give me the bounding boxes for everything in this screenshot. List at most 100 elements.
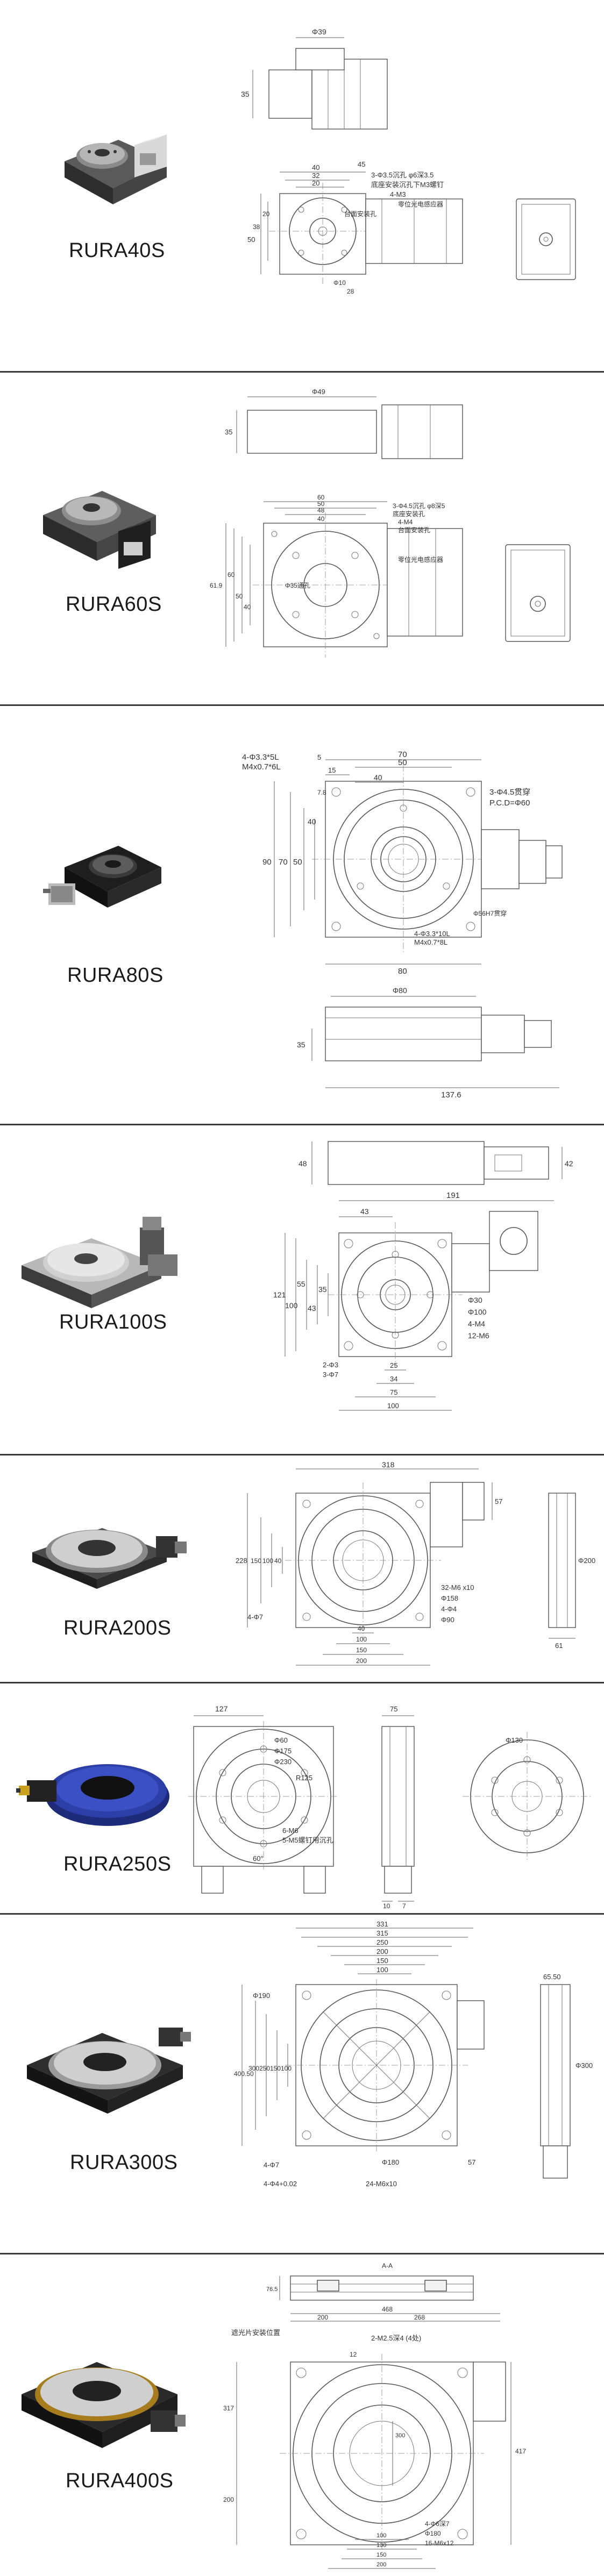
dim-label: Φ49 <box>312 388 325 396</box>
dim-label: 4-Φ6深7 <box>425 2520 450 2528</box>
dim-label: 25 <box>390 1361 397 1369</box>
dim-label: 3-Φ7 <box>323 1371 338 1379</box>
dim-label: Φ175 <box>274 1747 292 1755</box>
product-section-rura80s: RURA80S 70 50 15 40 5 4-Φ3.3*5L M4x0.7*6… <box>0 706 604 1124</box>
product-photo <box>27 2028 191 2114</box>
dim-label: A-A <box>382 2262 393 2270</box>
dim-label: Φ30 <box>468 1296 482 1304</box>
dim-label: 137.6 <box>441 1090 461 1100</box>
dim-label: 34 <box>390 1375 397 1383</box>
dim-label: 61 <box>555 1642 563 1650</box>
dim-label: 70 <box>279 858 288 867</box>
technical-drawing: 331 315 250 200 150 100 Φ190 400.50 300 … <box>234 1920 593 2188</box>
dim-label: 35 <box>241 90 250 98</box>
dim-label: 40 <box>312 163 319 172</box>
dim-label: 80 <box>398 967 407 976</box>
dim-label: 100 <box>285 1301 298 1310</box>
dim-label: 300 <box>248 2065 259 2072</box>
dim-label: 32-M6 x10 <box>441 1583 474 1592</box>
dim-label: 35 <box>318 1285 327 1294</box>
dim-label: M4x0.7*8L <box>414 938 447 946</box>
section-divider <box>0 2253 604 2254</box>
dim-label: 4-M3 <box>390 190 406 198</box>
product-section-rura40s: RURA40S Φ39 35 40 45 32 20 3-Φ3.5沉孔 φ6深3… <box>0 0 604 371</box>
dim-label: 32 <box>312 172 319 180</box>
section-divider <box>0 1124 604 1125</box>
dim-label: 150 <box>376 2552 386 2558</box>
dim-label: 40 <box>358 1625 365 1632</box>
product-photo <box>16 1764 169 1826</box>
dim-label: 48 <box>317 506 325 514</box>
product-section-rura60s: RURA60S Φ49 35 60 50 48 40 3-Φ4.5沉孔 φ8深5… <box>0 373 604 704</box>
dim-label: Φ39 <box>312 27 326 36</box>
dim-label: 4-Φ4 <box>441 1605 457 1613</box>
dim-label: 3-Φ4.5贯穿 <box>489 788 530 797</box>
dim-label: 191 <box>446 1191 460 1200</box>
dim-label: 200 <box>356 1657 367 1665</box>
dim-label: 250 <box>259 2065 270 2072</box>
dim-label: 35 <box>297 1040 305 1049</box>
dim-label: Φ35通孔 <box>285 582 310 589</box>
dim-label: 150 <box>251 1557 261 1565</box>
section-divider <box>0 1913 604 1915</box>
dim-label: 42 <box>565 1159 573 1168</box>
dim-label: 57 <box>495 1497 502 1505</box>
dim-label: Φ200 <box>578 1557 595 1565</box>
dim-label: 4-Φ7 <box>264 2161 279 2169</box>
technical-drawing: 127 Φ60 Φ175 Φ230 R125 6-M6 5-M5螺钉用沉孔 60… <box>188 1704 592 1910</box>
dim-label: 100 <box>376 2532 386 2539</box>
dim-label: 70 <box>398 750 407 759</box>
dim-label: 40 <box>244 603 251 611</box>
dim-label: 24-M6x10 <box>366 2180 397 2188</box>
dim-label: 50 <box>317 500 325 508</box>
dim-label: 100 <box>376 1966 388 1974</box>
dim-label: 底座安装孔 <box>393 510 425 518</box>
dim-label: 121 <box>273 1290 286 1299</box>
product-photo <box>22 1217 177 1308</box>
dim-label: 15 <box>328 766 336 774</box>
dim-label: 400.50 <box>234 2070 254 2078</box>
dim-label: 40 <box>274 1557 282 1565</box>
dim-label: 150 <box>376 1957 388 1965</box>
dim-label: 5 <box>317 753 321 761</box>
model-name: RURA80S <box>67 964 164 987</box>
dim-label: 61.9 <box>210 582 223 589</box>
dim-label: 55 <box>297 1280 305 1288</box>
dim-label: 75 <box>390 1388 397 1396</box>
dim-label: 28 <box>347 288 354 295</box>
dim-label: 48 <box>299 1159 307 1168</box>
dim-label: 3-Φ4.5沉孔 φ8深5 <box>393 502 445 510</box>
dim-label: 315 <box>376 1929 388 1937</box>
product-section-rura400s: RURA400S A-A 76.5 468 200 268 遮光片安装位置 2-… <box>0 2254 604 2576</box>
dim-label: 127 <box>215 1704 228 1713</box>
dim-label: 7 <box>402 1902 406 1910</box>
dim-label: 60 <box>228 571 235 579</box>
technical-drawing: 318 57 228 150 100 40 32-M6 x10 Φ158 4-Φ… <box>236 1460 595 1666</box>
product-photo <box>22 2362 186 2448</box>
dim-label: 100 <box>262 1557 273 1565</box>
technical-drawing: 48 42 191 43 Φ30 Φ100 4-M4 12-M6 121 100… <box>273 1141 573 1411</box>
product-section-rura100s: RURA100S 48 42 191 43 Φ30 Φ100 4-M4 12-M… <box>0 1125 604 1454</box>
product-photo <box>65 134 167 204</box>
dim-label: 4-Φ3.3*5L <box>242 753 279 762</box>
dim-label: Φ300 <box>575 2061 593 2070</box>
dim-label: Φ130 <box>506 1736 523 1744</box>
dim-label: 45 <box>358 160 365 168</box>
dim-label: 100 <box>387 1402 399 1410</box>
dim-label: Φ230 <box>274 1758 292 1766</box>
dim-label: 4-Φ7 <box>247 1613 263 1621</box>
product-photo <box>32 1528 187 1589</box>
section-divider <box>0 704 604 706</box>
technical-drawing: Φ39 35 40 45 32 20 3-Φ3.5沉孔 φ6深3.5 底座安装沉… <box>241 27 576 295</box>
dim-label: 20 <box>262 210 270 218</box>
technical-drawing: Φ49 35 60 50 48 40 3-Φ4.5沉孔 φ8深5 底座安装孔 4… <box>210 388 571 658</box>
dim-label: 2-M2.5深4 (4处) <box>371 2334 421 2342</box>
dim-label: 90 <box>262 858 272 867</box>
dim-label: 317 <box>223 2404 234 2412</box>
dim-label: P.C.D=Φ60 <box>489 798 530 808</box>
dim-label: 100 <box>356 1636 367 1643</box>
model-name: RURA300S <box>70 2151 178 2174</box>
technical-drawing: A-A 76.5 468 200 268 遮光片安装位置 2-M2.5深4 (4… <box>223 2262 526 2569</box>
dim-label: 318 <box>382 1460 395 1469</box>
dim-label: 50 <box>398 758 407 767</box>
